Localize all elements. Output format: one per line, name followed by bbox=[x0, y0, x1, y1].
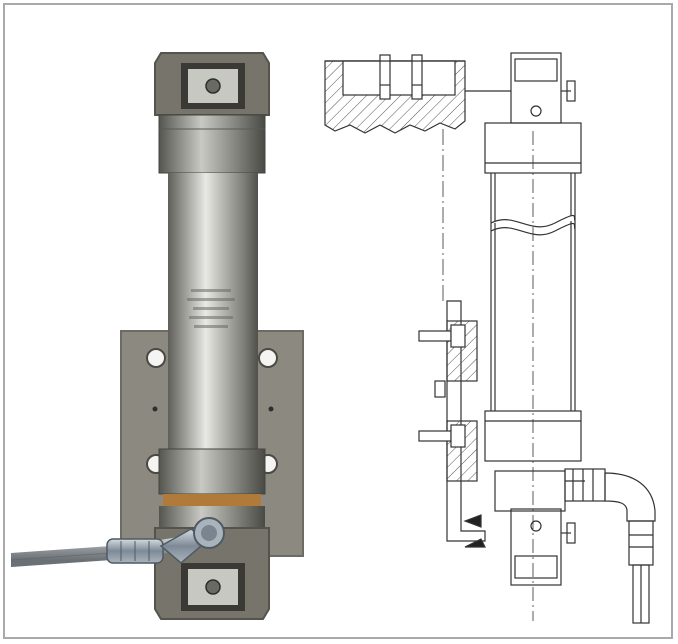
technical-section-drawing bbox=[324, 52, 656, 624]
brass-band bbox=[163, 494, 261, 506]
sensor-cylinder bbox=[168, 173, 258, 449]
top-collar bbox=[158, 114, 266, 174]
top-block bbox=[510, 52, 562, 124]
figure-frame bbox=[3, 3, 673, 639]
bottom-collar bbox=[158, 448, 266, 495]
sensor-collar-bottom bbox=[484, 410, 582, 462]
plate-hole bbox=[146, 348, 166, 368]
drawing-panel bbox=[315, 11, 671, 637]
cable-fitting bbox=[106, 517, 225, 564]
photo-panel bbox=[11, 11, 313, 637]
bottom-clamp bbox=[510, 508, 562, 586]
sensor-photo bbox=[11, 52, 304, 620]
side-bracket bbox=[446, 300, 486, 542]
plate-hole bbox=[258, 348, 278, 368]
elbow-fitting bbox=[564, 468, 656, 624]
bottom-block bbox=[494, 470, 566, 512]
